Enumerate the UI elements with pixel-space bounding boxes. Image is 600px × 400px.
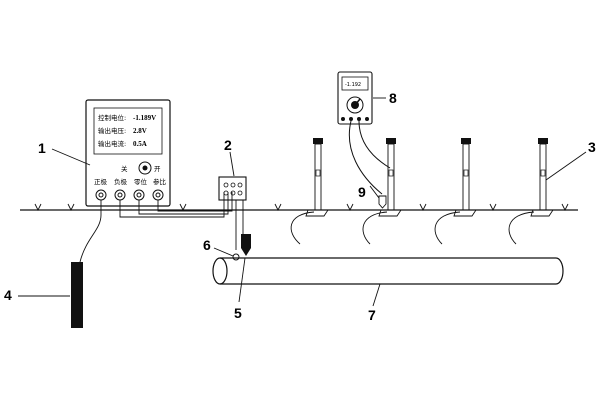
rectifier-display-panel [93,107,163,155]
test-post-3 [434,138,477,245]
rectifier-device: 控制电位: -1.189V 输出电压: 2.8V 输出电流: 0.5A 关 开 … [85,99,171,207]
multimeter-leads [348,120,391,195]
callout-2-junction-box: 2 [224,137,232,153]
callout-7-pipeline: 7 [368,307,376,323]
rectifier-terminals [95,189,164,201]
anode-bed [71,262,83,328]
readout-value-output-current: 0.5A [133,140,147,148]
test-post-1 [290,138,329,245]
multimeter: -1.192 [337,71,373,125]
readout-value-output-voltage: 2.8V [133,127,147,135]
portable-reference-electrode [378,195,387,209]
readout-value-control-potential: -1.189V [133,114,156,122]
terminal-label-zero: 零位 [134,177,148,186]
terminal-label-negative: 负极 [114,177,128,186]
test-post-4 [508,138,554,245]
junction-box [218,176,247,201]
rectifier-power-switch-icon [138,161,152,175]
callout-4-anode-bed: 4 [4,287,12,303]
readout-label-control-potential: 控制电位: [98,113,126,122]
junction-box-cables [235,200,244,250]
multimeter-dial-icon [346,96,364,114]
pipe-connection-point [232,253,240,261]
callout-leaders [18,97,587,307]
rectifier-wires [79,192,233,263]
callout-8-multimeter: 8 [389,90,397,106]
callout-3-test-post: 3 [588,139,596,155]
callout-6-pipe-connection: 6 [203,237,211,253]
pipeline [212,257,564,285]
multimeter-reading: -1.192 [345,82,361,88]
reference-electrode [241,234,251,256]
switch-off-label: 关 [121,164,128,173]
terminal-label-reference: 参比 [153,177,167,186]
multimeter-display [341,76,369,91]
ground-grass-marks [34,203,569,212]
readout-label-output-voltage: 输出电压: [98,126,126,135]
callout-9-portable-electrode: 9 [358,184,366,200]
callout-1-rectifier: 1 [38,140,46,156]
multimeter-probe-jacks [341,117,369,121]
test-post-2 [362,138,402,245]
switch-on-label: 开 [154,165,161,173]
callout-5-reference-electrode: 5 [234,305,242,321]
readout-label-output-current: 输出电流: [98,139,126,148]
terminal-label-positive: 正极 [94,177,108,186]
